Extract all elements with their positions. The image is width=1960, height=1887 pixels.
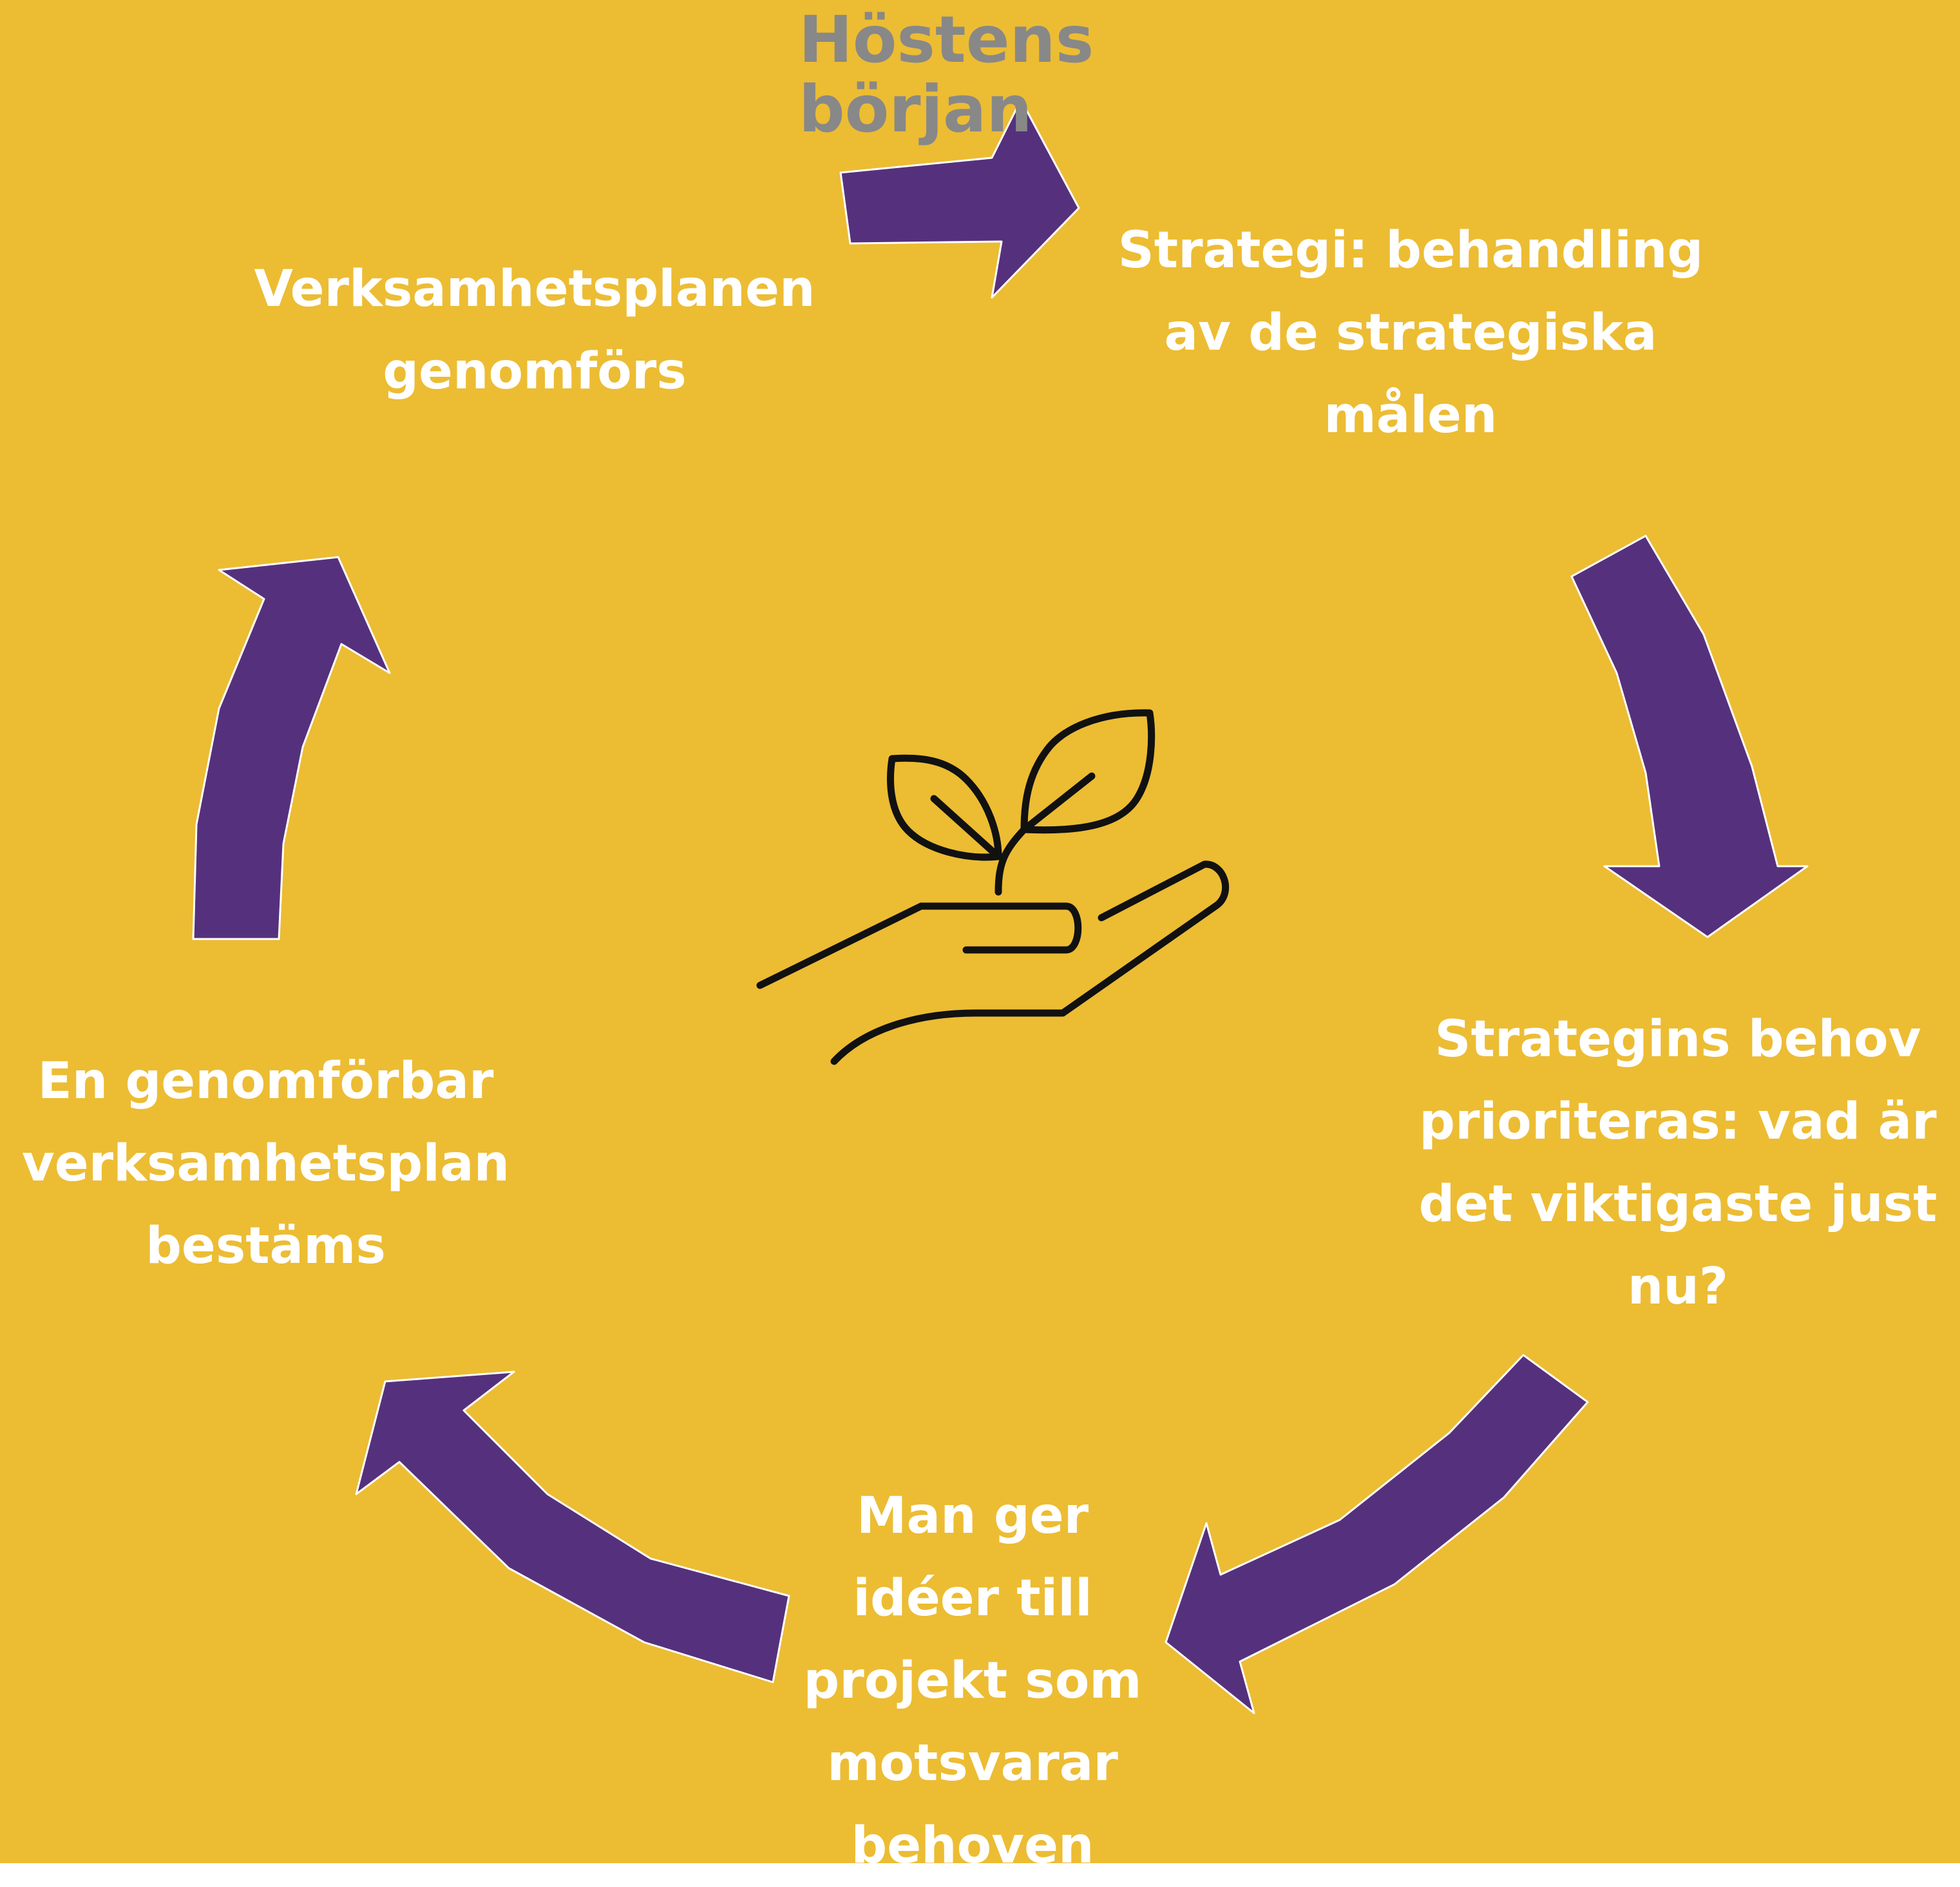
- arrow-priorities-to-ideas: [1165, 1354, 1589, 1714]
- arrow-start-to-strategy: [839, 99, 1080, 299]
- step-ideas-label: Man ger idéer till projekt som motsvarar…: [803, 1487, 1142, 1875]
- arrow-strategy-to-priorities: [1570, 535, 1809, 938]
- arrow-ideas-to-plan: [355, 1370, 790, 1683]
- step-priorities-label: Strategins behov prioriteras: vad är det…: [1418, 1010, 1937, 1316]
- step-strategy-label: Strategi: behandling av de strategiska m…: [1118, 222, 1704, 444]
- start-label: Höstens början: [799, 2, 1094, 147]
- step-plan-label: En genomförbar verksamhetsplan bestäms: [21, 1052, 510, 1275]
- step-implementation-label: Verksamhetsplanen genomförs: [254, 260, 815, 401]
- hand-holding-plant-icon: [756, 709, 1230, 1065]
- arrow-plan-to-implementation: [192, 556, 391, 940]
- cycle-arrows: [192, 99, 1809, 1714]
